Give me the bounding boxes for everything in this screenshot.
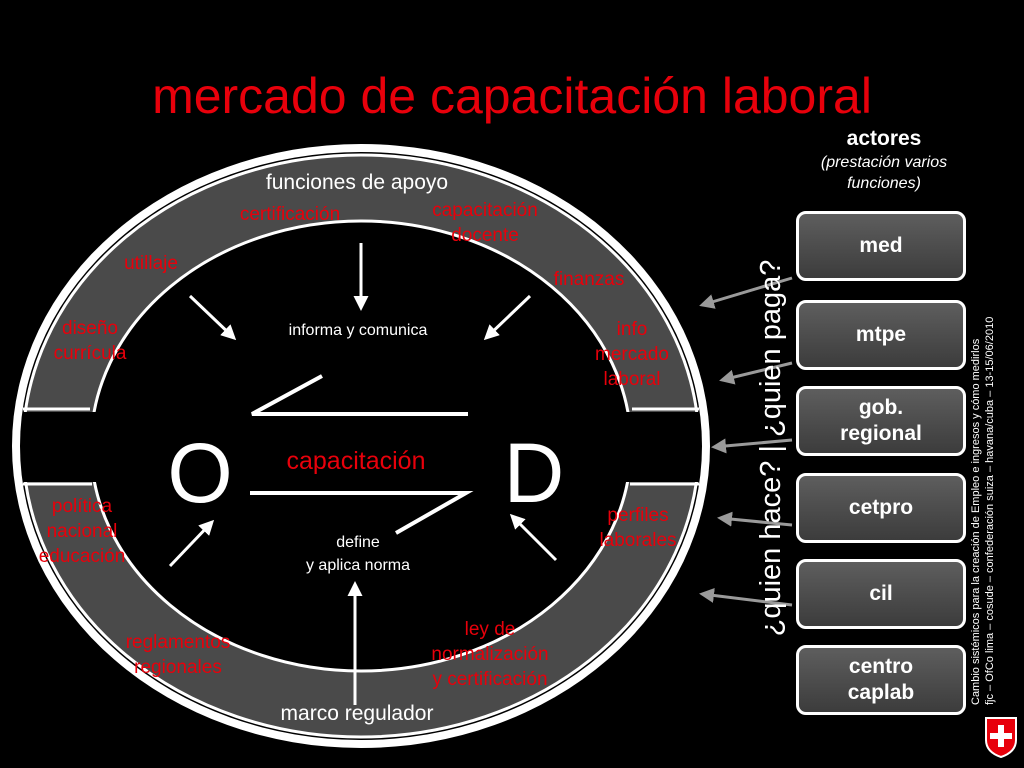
funciones-heading: funciones de apoyo: [266, 171, 448, 194]
band-item-line: reglamentos: [126, 632, 231, 653]
band-item-line: mercado: [595, 344, 669, 365]
band-item-line: educación: [39, 546, 126, 567]
informa-label: informa y comunica: [289, 322, 428, 339]
exchange-arrows: [250, 374, 474, 535]
bottom-band-items: política nacional educación perfiles laboral…: [39, 496, 677, 690]
band-item-line: capacitación: [432, 200, 538, 221]
band-item-line: utillaje: [124, 253, 178, 274]
band-item-line: nacional: [47, 521, 118, 542]
actor-label: med: [859, 234, 903, 257]
band-item-line: normalización: [431, 644, 548, 665]
define-label-2: y aplica norma: [306, 557, 410, 574]
band-item-line: perfiles: [607, 505, 668, 526]
actor-label: cil: [869, 582, 893, 605]
item-ley-normalizacion: ley de normalización y certificación: [431, 619, 548, 690]
band-item-line: diseño: [62, 318, 118, 339]
center-arrows: [168, 243, 558, 705]
actors-header: actores (prestación varios funciones): [790, 126, 978, 194]
actor-label: centro caplab: [847, 655, 915, 704]
actors-heading: actores: [846, 127, 922, 150]
item-capacitacion-docente: capacitación docente: [432, 200, 538, 246]
actor-label: mtpe: [855, 323, 907, 346]
page-title: mercado de capacitación laboral: [152, 68, 872, 124]
band-item-line: y certificación: [432, 669, 547, 690]
item-diseno-curricula: diseño currícula: [54, 318, 127, 364]
item-utillaje: utillaje: [124, 253, 178, 274]
oferta-letter: O: [167, 426, 232, 520]
band-item-line: laborales: [599, 530, 676, 551]
demanda-letter: D: [504, 426, 565, 520]
band-item-line: certificación: [240, 204, 340, 225]
define-label-1: define: [336, 534, 380, 551]
band-item-line: finanzas: [554, 269, 625, 290]
item-finanzas: finanzas: [554, 269, 625, 290]
marco-heading: marco regulador: [281, 702, 434, 725]
band-item-line: laboral: [603, 369, 660, 390]
questions-label: ¿quien hace? | ¿quien paga?: [755, 260, 787, 637]
band-item-line: política: [52, 496, 113, 517]
actor-arrows: [699, 276, 793, 607]
actors-subheading-1: (prestación varios: [820, 154, 948, 171]
capacitacion-label: capacitación: [287, 447, 426, 475]
swiss-flag-icon: [985, 717, 1017, 758]
bottom-band: [24, 482, 698, 739]
footer-line-2: fjc – OfCo lima – cosude – confederación…: [984, 316, 996, 705]
band-item-line: currícula: [54, 343, 127, 364]
band-item-line: ley de: [465, 619, 516, 640]
actor-centro-caplab[interactable]: centro caplab: [796, 645, 966, 715]
actors-subheading-2: funciones): [847, 175, 921, 192]
item-info-mercado-laboral: info mercado laboral: [595, 319, 669, 390]
item-reglamentos-regionales: reglamentos regionales: [126, 632, 231, 678]
actor-cetpro[interactable]: cetpro: [796, 473, 966, 543]
band-item-line: info: [617, 319, 648, 340]
actor-cil[interactable]: cil: [796, 559, 966, 629]
actor-label: gob. regional: [840, 396, 922, 445]
top-band-items: certificación capacitación docente utillaje…: [54, 200, 669, 390]
item-perfiles-laborales: perfiles laborales: [599, 505, 676, 551]
item-politica-nacional: política nacional educación: [39, 496, 126, 567]
actor-mtpe[interactable]: mtpe: [796, 300, 966, 370]
band-item-line: regionales: [134, 657, 222, 678]
actor-med[interactable]: med: [796, 211, 966, 281]
footer-line-1: Cambio sistémicos para la creación de Em…: [970, 338, 982, 705]
actor-gob-regional[interactable]: gob. regional: [796, 386, 966, 456]
band-item-line: docente: [451, 225, 519, 246]
item-certificacion: certificación: [240, 204, 340, 225]
actor-label: cetpro: [848, 496, 914, 519]
